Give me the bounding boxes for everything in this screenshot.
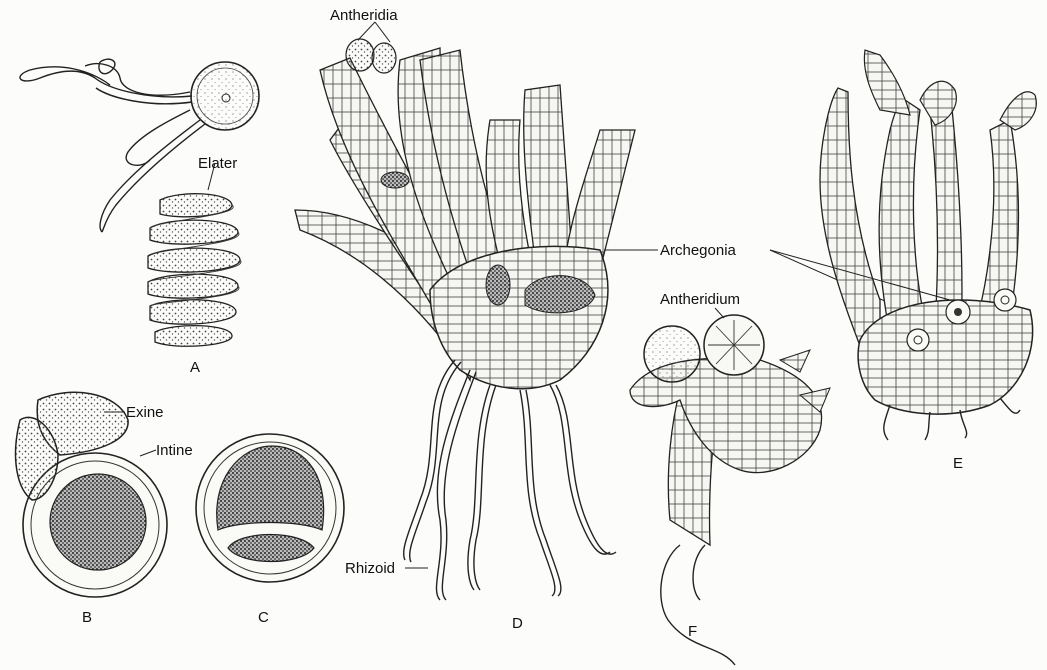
panel-letter-e: E <box>953 455 963 472</box>
label-antheridia: Antheridia <box>330 7 398 24</box>
panel-letter-a: A <box>190 359 200 376</box>
panel-letter-b: B <box>82 609 92 626</box>
panel-d-gametophyte: Antheridia Rhizoid D <box>295 7 658 632</box>
panel-f-antheridial-branch: Antheridium F <box>630 291 830 665</box>
panel-letter-f: F <box>688 623 697 640</box>
panel-c-dividing-spore: C <box>196 434 344 626</box>
panel-letter-d: D <box>512 615 523 632</box>
label-exine: Exine <box>126 404 164 421</box>
coiled-elater <box>148 194 241 347</box>
label-archegonia: Archegonia <box>660 242 737 259</box>
panel-a-spore-with-elaters: Elater A <box>20 59 259 376</box>
label-antheridium: Antheridium <box>660 291 740 308</box>
label-intine: Intine <box>156 442 193 459</box>
panel-letter-c: C <box>258 609 269 626</box>
label-elater: Elater <box>198 155 237 172</box>
label-rhizoid: Rhizoid <box>345 560 395 577</box>
panel-b-spore-germination: Exine Intine B <box>16 392 193 626</box>
